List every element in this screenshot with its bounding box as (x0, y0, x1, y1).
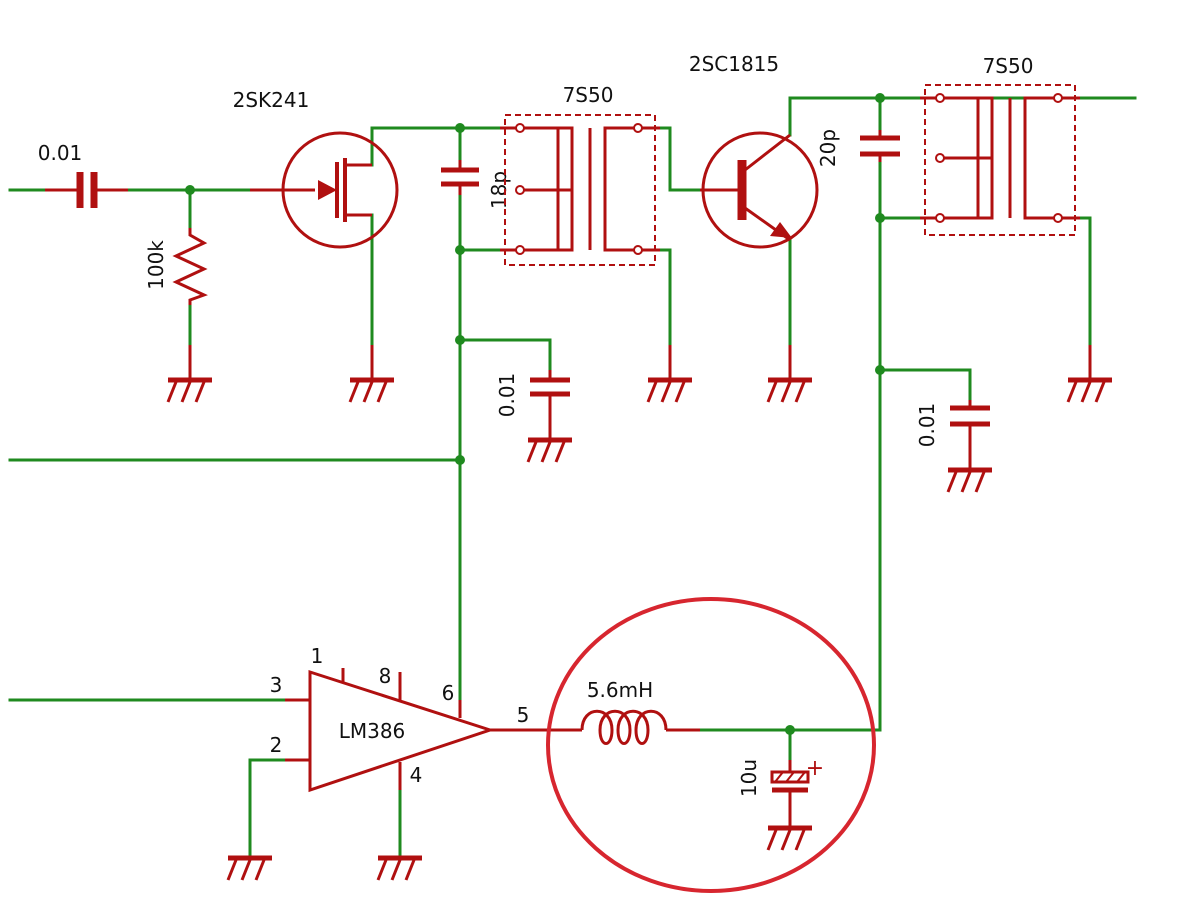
junction-dot (875, 213, 885, 223)
tuning-capacitor-2 (860, 130, 900, 162)
ground-icon (768, 800, 812, 850)
transformer-1 (500, 114, 660, 266)
pin-3-label: 3 (270, 673, 283, 697)
inductor (548, 709, 700, 745)
electrolytic-capacitor (770, 760, 810, 800)
transformer-2 (920, 84, 1080, 236)
ground-icon (350, 345, 394, 402)
junction-dot (455, 455, 465, 465)
bjt-transistor (700, 131, 819, 249)
ground-icon (648, 345, 692, 402)
bypass-capacitor-1 (530, 370, 570, 438)
pin-4-label: 4 (410, 763, 423, 787)
ground-icon (1068, 345, 1112, 402)
fet-transistor (250, 131, 399, 249)
transformer-1-label: 7S50 (563, 83, 614, 107)
junction-dot (875, 93, 885, 103)
tuning-capacitor-2-label: 20p (816, 129, 840, 167)
junction-dot (455, 245, 465, 255)
bjt-label: 2SC1815 (689, 52, 779, 76)
ground-icon (948, 470, 992, 492)
transformer-2-label: 7S50 (983, 54, 1034, 78)
highlight-circle (546, 597, 876, 893)
bypass-capacitor-2 (950, 400, 990, 468)
bypass-capacitor-2-label: 0.01 (915, 403, 939, 448)
junction-dot (185, 185, 195, 195)
gate-resistor (172, 228, 208, 305)
ground-icon (378, 858, 422, 880)
pin-1-label: 1 (311, 644, 324, 668)
junction-dots (185, 93, 885, 735)
gate-resistor-label: 100k (144, 240, 168, 290)
input-capacitor-label: 0.01 (38, 141, 83, 165)
junction-dot (455, 123, 465, 133)
pin-2-label: 2 (270, 733, 283, 757)
pin-5-label: 5 (517, 703, 530, 727)
ground-icon (168, 345, 212, 402)
tuning-capacitor-1 (441, 160, 479, 195)
ground-icon (768, 345, 812, 402)
input-capacitor (45, 172, 128, 208)
electrolytic-capacitor-label: 10u (737, 759, 761, 797)
fet-label: 2SK241 (233, 88, 310, 112)
plus-sign: + (806, 756, 824, 781)
junction-dot (455, 335, 465, 345)
ground-icon (228, 858, 272, 880)
junction-dot (875, 365, 885, 375)
ground-symbols (168, 345, 1112, 880)
ground-icon (528, 440, 572, 462)
amplifier-lm386 (285, 668, 548, 793)
inductor-label: 5.6mH (587, 678, 653, 702)
amplifier-label: LM386 (339, 719, 406, 743)
pin-8-label: 8 (379, 664, 392, 688)
pin-6-label: 6 (442, 681, 455, 705)
bypass-capacitor-1-label: 0.01 (495, 373, 519, 418)
junction-dot (785, 725, 795, 735)
tuning-capacitor-1-label: 18p (487, 171, 511, 209)
